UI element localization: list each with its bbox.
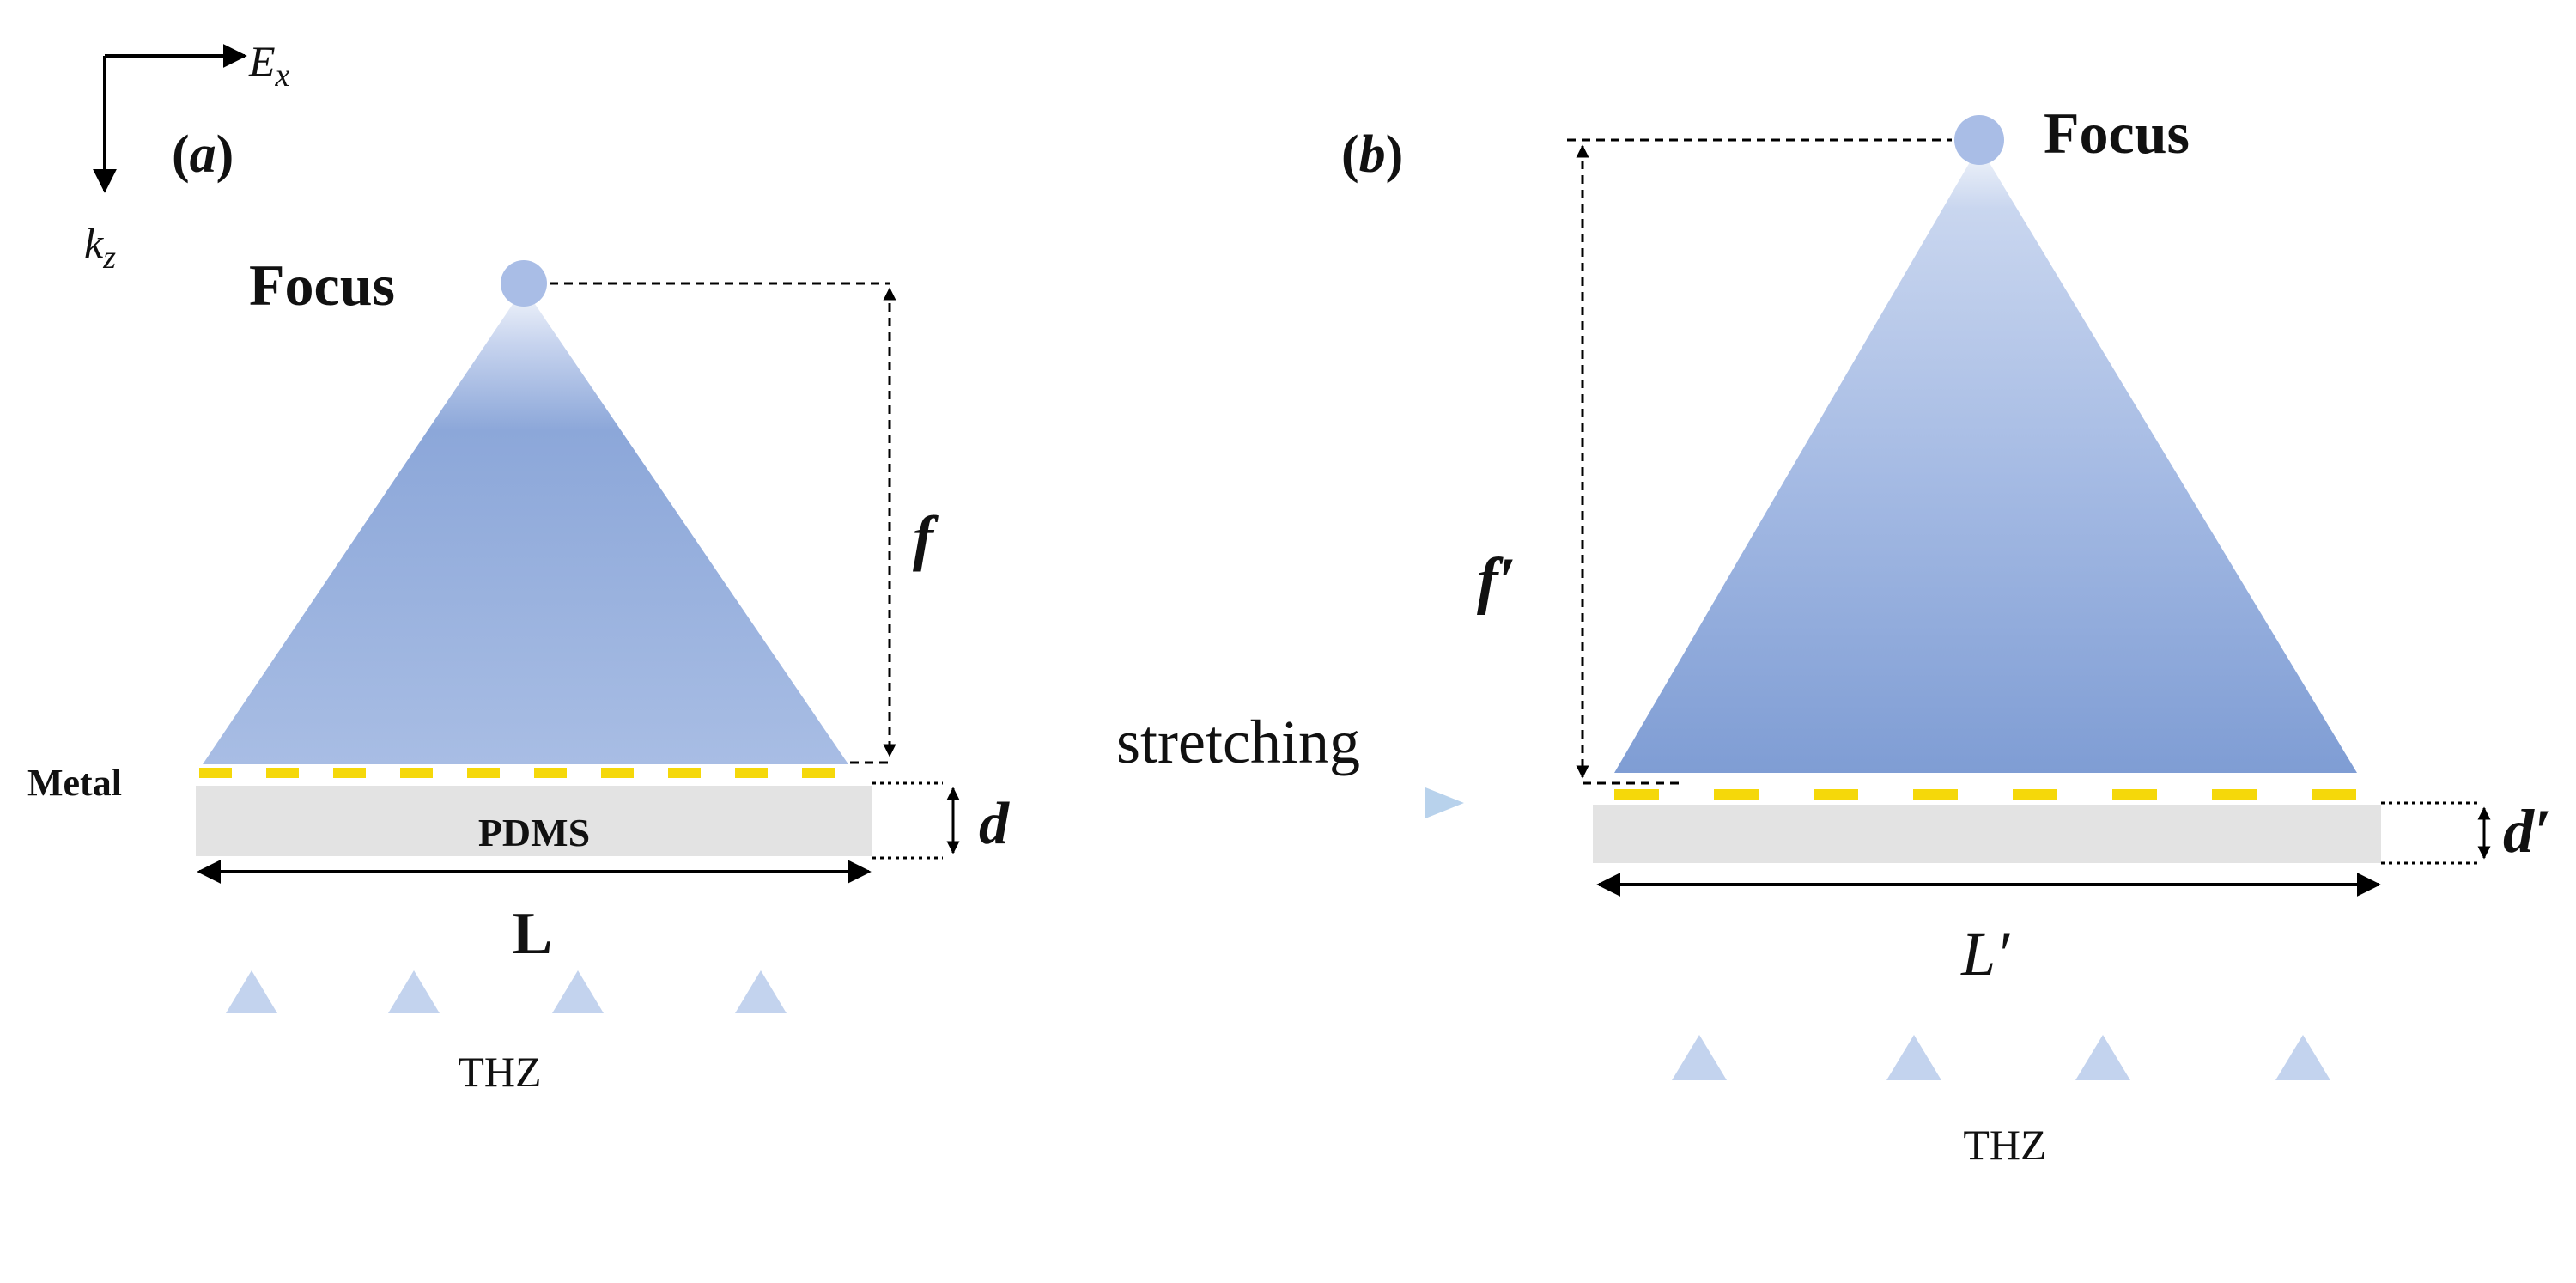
panel-a-metal-label: Metal [27,762,122,804]
panel-a-pdms-substrate [196,786,872,856]
panel-b-focus-label: Focus [2044,100,2190,166]
panel-b-focal-length-marker: f′ [1477,138,1952,785]
panel-b-thz-arrow-1 [1672,1035,1727,1282]
panel-b-length-label: L′ [1960,920,2010,988]
panel-a-thickness-label: d [979,791,1010,857]
panel-b-thz-arrow-2 [1886,1035,1941,1282]
panel-a-pdms-label: PDMS [478,811,590,854]
panel-a-thz-arrow-2 [388,970,440,1191]
panel-a-focus-label: Focus [249,252,395,318]
z-axis-label: kz [84,219,116,276]
panel-a-thz-label: THZ [458,1048,541,1096]
panel-b-focus-point [1954,115,2004,165]
panel-b-focal-label: f′ [1477,545,1516,616]
stretching-arrow-head [1425,787,1464,818]
panel-a-thz-arrows: THZ [226,970,787,1191]
panel-a: (a) Focus f Metal PDMS d L [27,125,1010,1191]
panel-a-label: (a) [172,125,234,184]
panel-a-length-label: L [513,901,553,967]
stretching-label: stretching [1116,708,1360,776]
panel-a-thickness-marker: d [872,781,1010,860]
panel-a-focal-label: f [913,503,939,572]
panel-b-focusing-cone [1614,146,2357,773]
panel-a-focus-point [501,260,547,307]
panel-b-thickness-marker: d′ [2381,797,2551,866]
panel-a-thz-arrow-4 [735,970,787,1191]
panel-a-thz-arrow-3 [552,970,604,1191]
x-axis-label: Ex [248,37,290,94]
panel-b-thz-arrows: THZ [1672,1035,2330,1282]
panel-b: (b) Focus f′ d′ L′ [1341,100,2551,1282]
panel-a-focusing-cone [203,288,848,764]
panel-b-label: (b) [1341,125,1403,184]
coordinate-axes: Ex kz [84,37,290,276]
panel-b-pdms-substrate [1593,805,2381,863]
panel-a-thz-arrow-1 [226,970,277,1191]
panel-b-thz-arrow-3 [2075,1035,2130,1282]
panel-b-thz-label: THZ [1963,1121,2046,1169]
panel-b-thz-arrow-4 [2275,1035,2330,1282]
stretching-transition: stretching [1086,708,1464,818]
panel-b-thickness-label: d′ [2503,797,2551,866]
